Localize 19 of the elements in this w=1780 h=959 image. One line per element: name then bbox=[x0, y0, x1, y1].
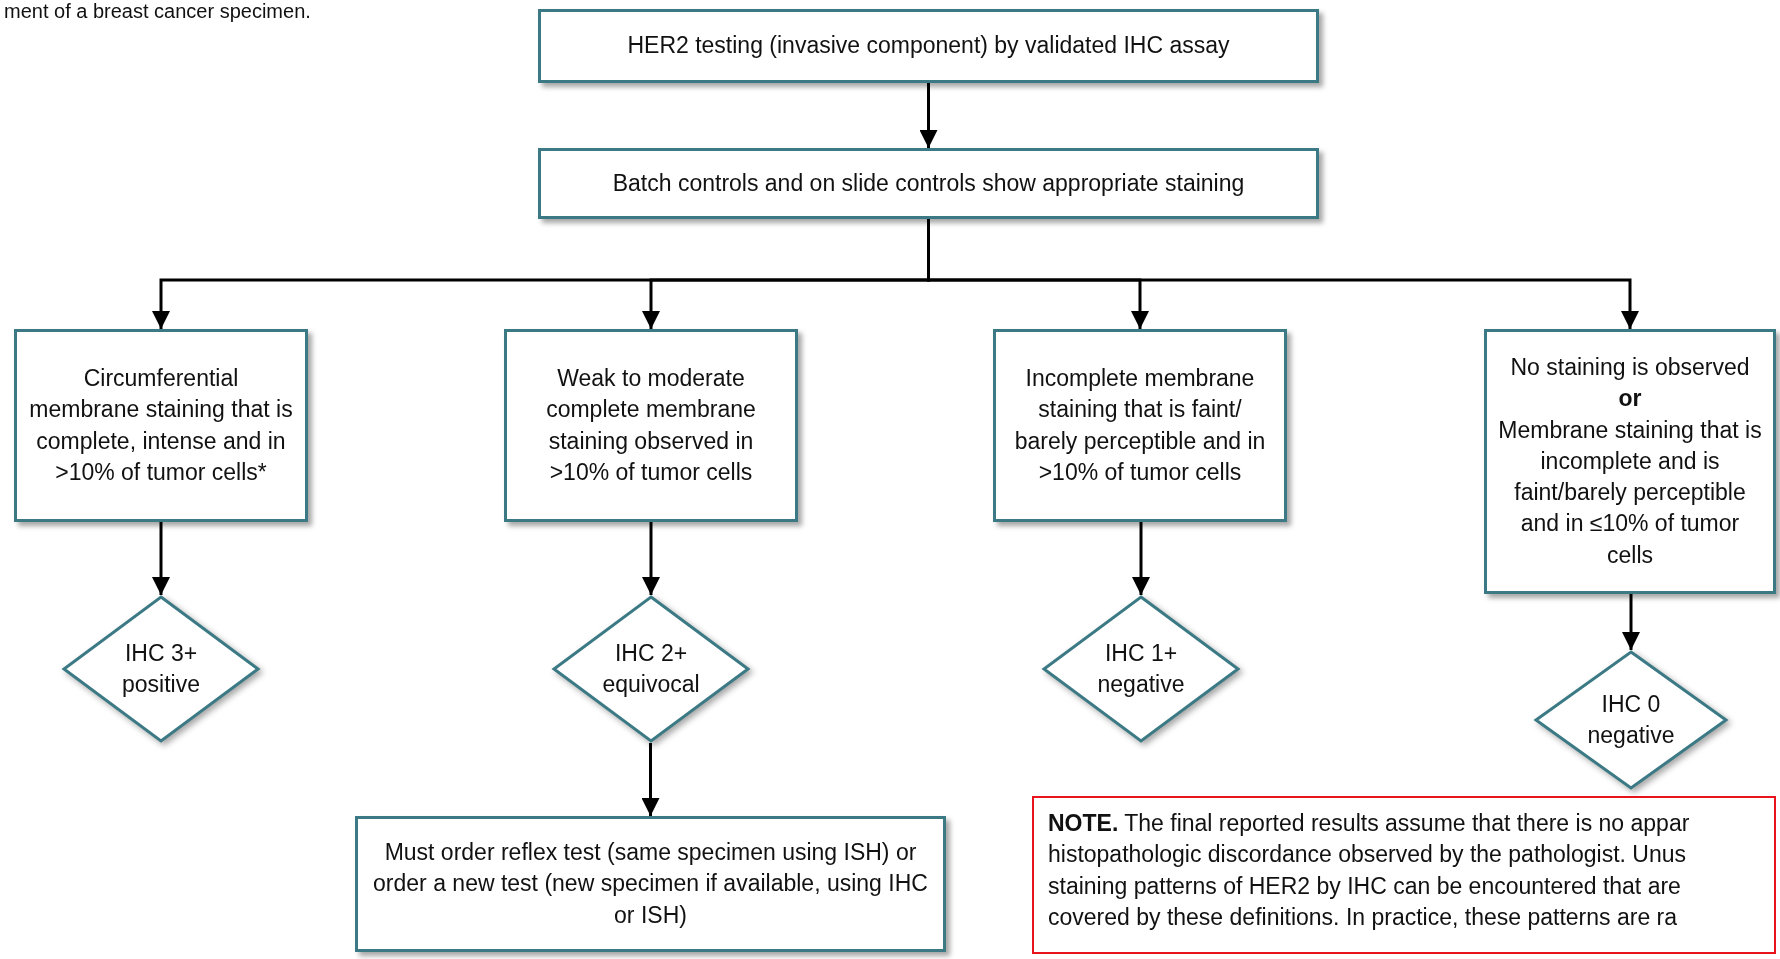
note-box: NOTE. The final reported results assume that there is no appar histopathologic discordance observed by the pathologist. Unus staining patterns of HER2 by IHC can be encountered that are covered by these definitions. In practice, these patterns are ra bbox=[1032, 796, 1776, 954]
arrow bbox=[1622, 594, 1640, 650]
decision-diamond: IHC 2+ equivocal bbox=[552, 595, 750, 743]
process-box: Must order reflex test (same specimen using ISH) or order a new test (new specimen if available, using IHC or ISH) bbox=[355, 816, 946, 952]
arrow bbox=[1132, 522, 1150, 595]
process-box: No staining is observed or Membrane staining that is incomplete and is faint/barely perceptible and in ≤10% of tumor cells bbox=[1484, 329, 1776, 594]
arrow bbox=[152, 522, 170, 595]
arrow bbox=[919, 83, 938, 148]
decision-diamond: IHC 0 negative bbox=[1534, 650, 1728, 790]
process-box: Weak to moderate complete membrane staining observed in >10% of tumor cells bbox=[504, 329, 798, 522]
decision-diamond: IHC 3+ positive bbox=[62, 595, 260, 743]
process-box: Batch controls and on slide controls show appropriate staining bbox=[538, 148, 1319, 219]
process-box: Circumferential membrane staining that is complete, intense and in >10% of tumor cells* bbox=[14, 329, 308, 522]
decision-diamond: IHC 1+ negative bbox=[1042, 595, 1240, 743]
arrow bbox=[642, 522, 660, 595]
arrow bbox=[641, 743, 660, 816]
process-box: Incomplete membrane staining that is faint/ barely perceptible and in >10% of tumor cells bbox=[993, 329, 1287, 522]
process-box: HER2 testing (invasive component) by validated IHC assay bbox=[538, 9, 1319, 83]
caption-text: ment of a breast cancer specimen. bbox=[4, 0, 311, 23]
